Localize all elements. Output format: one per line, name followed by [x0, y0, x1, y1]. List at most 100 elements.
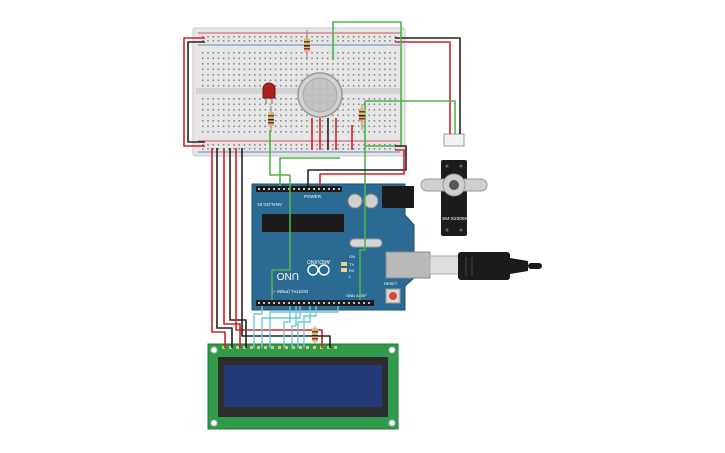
hole [290, 120, 292, 122]
hole [368, 52, 370, 54]
reset-button-cap[interactable] [389, 292, 397, 300]
arduino-uno-board[interactable]: ANALOG IN POWER DIGITAL (PWM ~) ARDUINO … [251, 183, 431, 311]
hole [274, 79, 277, 82]
wire-red-lcd-2[interactable] [223, 148, 241, 348]
hole [278, 302, 280, 304]
wire-black-board-gnd[interactable] [307, 145, 407, 186]
red-led-icon[interactable] [262, 82, 276, 104]
hole [274, 52, 277, 54]
servo-motor[interactable]: SM-S2309S SM-S2309S [420, 133, 488, 236]
hole [259, 114, 261, 117]
hole [228, 74, 230, 76]
hole [259, 131, 261, 133]
hole [243, 148, 246, 150]
hole [254, 63, 256, 65]
hole [342, 114, 344, 117]
lcd-screen [224, 365, 382, 407]
wire-black-lcd-2[interactable] [229, 148, 247, 348]
resistor-top[interactable] [304, 30, 310, 60]
hole [378, 144, 381, 146]
hole [378, 120, 381, 122]
hole [368, 98, 370, 100]
hole [212, 74, 214, 76]
hole [217, 52, 220, 54]
wire-green-sensor-analog[interactable] [279, 157, 340, 186]
hole [337, 36, 339, 38]
hole [342, 109, 344, 111]
hole [316, 40, 318, 42]
hole [243, 131, 246, 133]
hole [274, 74, 277, 76]
hole [394, 68, 396, 71]
wire-black-servo-gnd[interactable] [395, 37, 461, 134]
hole [300, 131, 303, 133]
hole [264, 120, 266, 122]
wire-cyan-3[interactable] [283, 306, 291, 348]
hole [337, 74, 339, 76]
hole [338, 188, 340, 190]
hole [295, 52, 298, 54]
wire-red-board-5v[interactable] [319, 149, 405, 186]
wire-red-lcd-vcc[interactable] [211, 148, 226, 348]
hole [342, 85, 344, 87]
hole [222, 85, 225, 87]
hole [347, 40, 350, 42]
lcd-display[interactable] [207, 343, 399, 430]
resistor-lcd[interactable] [312, 326, 318, 344]
hole [285, 148, 287, 150]
gas-sensor-icon[interactable] [297, 72, 343, 118]
hole [236, 346, 239, 349]
wire-green-servo-signal[interactable] [359, 100, 456, 300]
wire-green-sensor[interactable] [332, 21, 402, 147]
resistor-servo[interactable] [359, 104, 365, 130]
hole [202, 148, 204, 150]
hole [373, 131, 376, 133]
hole [212, 125, 214, 128]
hole [217, 109, 220, 111]
wire-red-left-rail[interactable] [183, 37, 205, 147]
hole [202, 68, 204, 71]
hole [352, 114, 355, 117]
hole [233, 114, 235, 117]
hole [290, 52, 292, 54]
wire-cyan-7[interactable] [269, 306, 339, 348]
wire-cyan-6[interactable] [303, 306, 317, 348]
hole [288, 188, 290, 190]
hole [228, 85, 230, 87]
wire-black-lcd-gnd[interactable] [216, 148, 233, 348]
hole [285, 98, 287, 100]
wire-green-led[interactable] [269, 130, 291, 300]
resistor-led[interactable] [268, 106, 274, 132]
hole [394, 40, 396, 42]
hole [352, 144, 355, 146]
hole [363, 85, 365, 87]
hole [217, 114, 220, 117]
wire-red-servo-vcc[interactable] [395, 41, 451, 134]
hole [352, 68, 355, 71]
hole [243, 125, 246, 128]
wire-black-left-rail[interactable] [187, 41, 205, 143]
wire-red-lcd-backlight[interactable] [235, 148, 323, 348]
hole [212, 63, 214, 65]
hole [373, 109, 376, 111]
hole [358, 131, 360, 133]
hole [373, 36, 376, 38]
hole [394, 98, 396, 100]
usb-cable-icon[interactable] [429, 252, 542, 280]
hole [264, 103, 266, 106]
hole [278, 188, 280, 190]
wire-cyan-4[interactable] [291, 306, 297, 348]
wire-black-lcd-backlight[interactable] [241, 148, 331, 348]
wire-cyan-1[interactable] [253, 306, 263, 348]
hole [300, 52, 303, 54]
hole [332, 144, 334, 146]
hole [259, 144, 261, 146]
hole [212, 98, 214, 100]
hole [394, 125, 396, 128]
hole [248, 125, 251, 128]
hole [238, 40, 240, 42]
hole [306, 68, 308, 71]
hole [285, 36, 287, 38]
hole [285, 57, 287, 60]
hole [389, 40, 391, 42]
